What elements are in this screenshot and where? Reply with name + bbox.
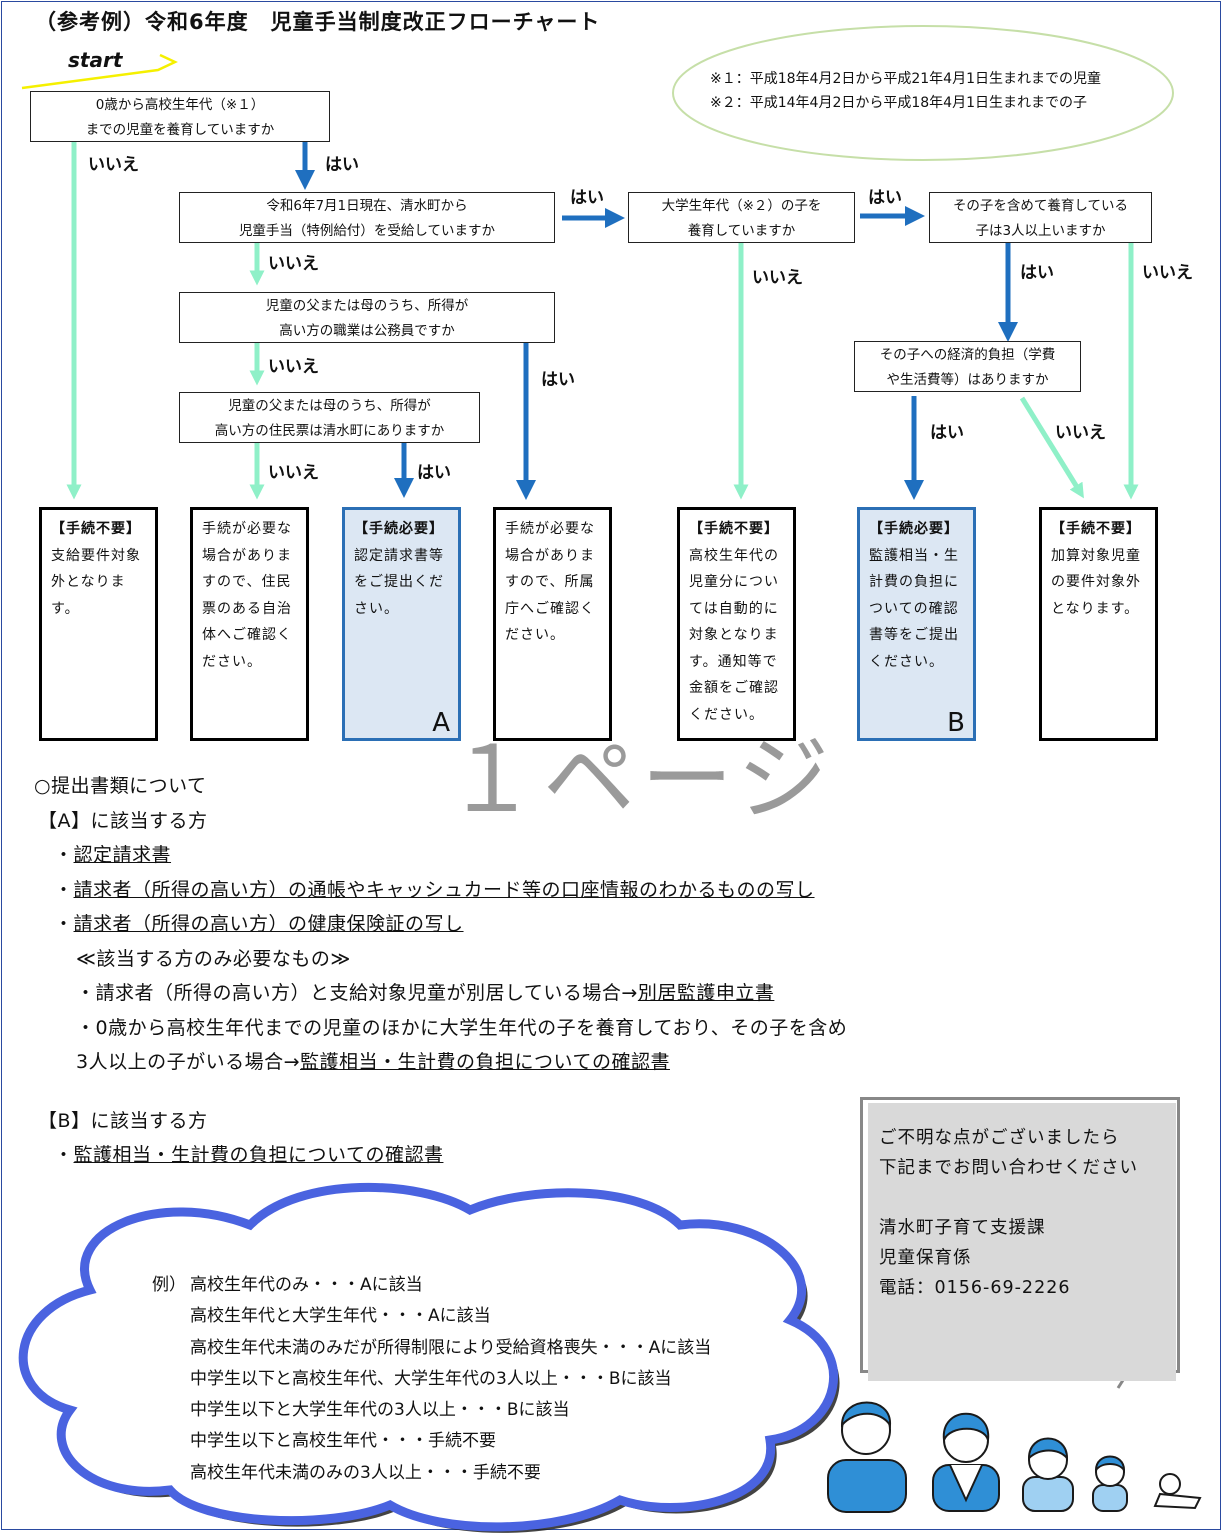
doc-b-item-1: ・監護相当・生計費の負担についての確認書 [54, 1144, 444, 1166]
contact-box: ご不明な点がございましたら 下記までお問い合わせください 清水町子育て支援課 児… [868, 1103, 1176, 1381]
question-q6: その子を含めて養育している 子は3人以上いますか [929, 192, 1152, 243]
page-watermark: １ページ [445, 726, 836, 833]
label-q7-yes: はい [930, 423, 964, 443]
doc-a-item-1: ・認定請求書 [54, 844, 172, 866]
result-r2: 手続が必要な場合がありますので、住民票のある自治体へご確認ください。 [190, 507, 309, 741]
question-q5: 大学生年代（※２）の子を 養育していますか [628, 192, 855, 243]
arrow-q7-no [1019, 396, 1084, 499]
label-q1-no: いいえ [88, 155, 139, 175]
example-prefix: 例） [152, 1275, 186, 1295]
result-r5-head: 【手続不要】 [689, 521, 779, 537]
doc-optional-1: ・請求者（所得の高い方）と支給対象児童が別居している場合→別居監護申立書 [76, 982, 775, 1004]
question-q2-line1: 令和6年7月1日現在、清水町から [266, 198, 468, 214]
result-r1: 【手続不要】 支給要件対象外となります。 [39, 507, 158, 741]
label-q4-no: いいえ [268, 463, 319, 483]
note-2: ※２：平成14年4月2日から平成18年4月1日生まれまでの子 [710, 95, 1087, 111]
question-q4-line2: 高い方の住民票は清水町にありますか [214, 423, 445, 439]
result-r3-head: 【手続必要】 [354, 521, 444, 537]
example-line: 中学生以下と高校生年代、大学生年代の3人以上・・・Bに該当 [190, 1368, 672, 1389]
page-title: （参考例）令和6年度 児童手当制度改正フローチャート [35, 10, 601, 34]
example-line: 中学生以下と大学生年代の3人以上・・・Bに該当 [190, 1400, 570, 1421]
label-q3-no: いいえ [268, 357, 319, 377]
result-r6-head: 【手続必要】 [869, 521, 959, 537]
doc-a-item-2: ・請求者（所得の高い方）の通帳やキャッシュカード等の口座情報のわかるものの写し [54, 878, 815, 901]
label-q4-yes: はい [417, 463, 451, 483]
label-q3-yes: はい [541, 370, 575, 390]
result-r7-body: 加算対象児童の要件対象外となります。 [1051, 547, 1141, 617]
notes-ellipse [672, 25, 1174, 161]
result-r6-letter: B [947, 707, 965, 738]
documents-optional-heading: ≪該当する方のみ必要なもの≫ [76, 947, 351, 970]
question-q4-line1: 児童の父または母のうち、所得が [228, 398, 431, 414]
example-line: 高校生年代と大学生年代・・・Aに該当 [190, 1306, 491, 1327]
result-r1-head: 【手続不要】 [51, 521, 141, 537]
family-illustration-icon [827, 1401, 1202, 1513]
contact-line2: 下記までお問い合わせください [879, 1158, 1138, 1178]
question-q2: 令和6年7月1日現在、清水町から 児童手当（特例給付）を受給していますか [179, 192, 555, 243]
question-q3-line1: 児童の父または母のうち、所得が [265, 298, 469, 314]
label-q2-no: いいえ [268, 254, 319, 274]
doc-optional-2-line1: ・0歳から高校生年代までの児童のほかに大学生年代の子を養育しており、その子を含め [76, 1016, 848, 1039]
question-q6-line1: その子を含めて養育している [952, 198, 1129, 214]
example-line: 高校生年代未満のみだが所得制限により受給資格喪失・・・Aに該当 [190, 1337, 712, 1358]
contact-dept: 清水町子育て支援課 [879, 1218, 1046, 1238]
result-r2-body: 手続が必要な場合がありますので、住民票のある自治体へご確認ください。 [202, 521, 292, 670]
documents-a-heading: 【A】に該当する方 [38, 809, 208, 832]
start-arrow-icon [21, 53, 178, 90]
result-r5-body: 高校生年代の児童分については自動的に対象となります。通知等で金額をご確認ください… [689, 547, 779, 723]
result-r4: 手続が必要な場合がありますので、所属庁へご確認ください。 [493, 507, 612, 741]
question-q3: 児童の父または母のうち、所得が 高い方の職業は公務員ですか [179, 292, 555, 343]
question-q1-line1: 0歳から高校生年代（※１） [95, 97, 265, 113]
result-r3: 【手続必要】 認定請求書等をご提出ください。 A [342, 507, 461, 741]
doc-a-item-3: ・請求者（所得の高い方）の健康保険証の写し [54, 913, 464, 935]
doc-optional-2-line2: 3人以上の子がいる場合→監護相当・生計費の負担についての確認書 [76, 1051, 670, 1073]
example-line: 高校生年代のみ・・・Aに該当 [190, 1275, 423, 1295]
question-q6-line2: 子は3人以上いますか [975, 223, 1106, 239]
result-r5: 【手続不要】 高校生年代の児童分については自動的に対象となります。通知等で金額を… [677, 507, 796, 741]
question-q7-line2: や生活費等）はありますか [886, 372, 1049, 388]
question-q7-line1: その子への経済的負担（学費 [879, 347, 1056, 363]
result-r7: 【手続不要】 加算対象児童の要件対象外となります。 [1039, 507, 1158, 741]
label-q6-yes: はい [1020, 263, 1054, 283]
documents-section: ○提出書類について 【A】に該当する方 ・認定請求書 ・請求者（所得の高い方）の… [34, 769, 847, 1173]
question-q5-line1: 大学生年代（※２）の子を [661, 198, 822, 214]
label-q5-yes: はい [868, 188, 902, 208]
example-lines: 高校生年代のみ・・・Aに該当 高校生年代と大学生年代・・・Aに該当 高校生年代未… [190, 1270, 711, 1489]
contact-line1: ご不明な点がございましたら [879, 1128, 1120, 1148]
contact-section: 児童保育係 [879, 1248, 972, 1268]
label-q7-no: いいえ [1055, 423, 1106, 443]
documents-heading: ○提出書類について [34, 775, 207, 797]
question-q7: その子への経済的負担（学費 や生活費等）はありますか [854, 341, 1081, 392]
result-r1-body: 支給要件対象外となります。 [51, 547, 141, 617]
label-q2-yes: はい [570, 188, 604, 208]
question-q3-line2: 高い方の職業は公務員ですか [279, 323, 455, 339]
note-1: ※１：平成18年4月2日から平成21年4月1日生まれまでの児童 [710, 71, 1101, 87]
result-r3-letter: A [432, 707, 450, 738]
question-q1: 0歳から高校生年代（※１） までの児童を養育していますか [30, 91, 330, 142]
result-r6-body: 監護相当・生計費の負担についての確認書等をご提出ください。 [869, 547, 959, 670]
label-q1-yes: はい [325, 155, 359, 175]
question-q4: 児童の父または母のうち、所得が 高い方の住民票は清水町にありますか [179, 392, 480, 443]
example-line: 高校生年代未満のみの3人以上・・・手続不要 [190, 1462, 541, 1483]
result-r6: 【手続必要】 監護相当・生計費の負担についての確認書等をご提出ください。 B [857, 507, 976, 741]
question-q1-line2: までの児童を養育していますか [85, 122, 275, 138]
result-r4-body: 手続が必要な場合がありますので、所属庁へご確認ください。 [505, 521, 595, 643]
example-line: 中学生以下と高校生年代・・・手続不要 [190, 1431, 496, 1452]
start-label: start [68, 48, 123, 72]
label-q5-no: いいえ [752, 268, 803, 288]
example-cloud [18, 1182, 840, 1533]
result-r3-body: 認定請求書等をご提出ください。 [354, 547, 444, 617]
label-q6-no: いいえ [1142, 263, 1193, 283]
question-q5-line2: 養育していますか [687, 223, 796, 239]
documents-b-heading: 【B】に該当する方 [38, 1109, 208, 1132]
question-q2-line2: 児童手当（特例給付）を受給していますか [238, 223, 496, 239]
result-r7-head: 【手続不要】 [1051, 521, 1141, 537]
contact-phone: 電話：0156-69-2226 [879, 1278, 1071, 1298]
